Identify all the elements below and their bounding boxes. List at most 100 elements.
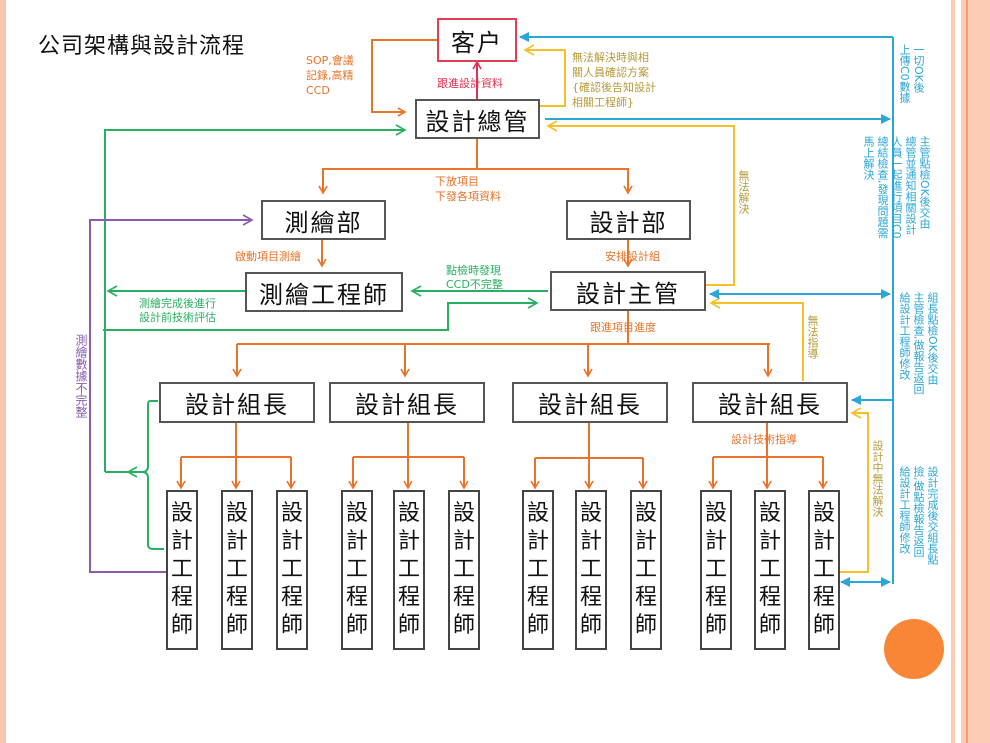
team-leader-node: 設計組長 xyxy=(329,382,485,423)
design-engineer-char: 程 xyxy=(170,585,193,610)
design-engineer-char: 設 xyxy=(579,501,602,526)
note-line: 總結檢查,發現問題需 xyxy=(876,136,889,239)
start-survey-label: 啟動項目測繪 xyxy=(235,250,301,263)
design-engineer-char: 設 xyxy=(170,501,193,526)
design-engineer-char: 工 xyxy=(225,557,248,582)
sop-label: SOP,會議 記錄,高精 CCD xyxy=(306,53,354,98)
design-engineer-char: 師 xyxy=(579,613,602,638)
design-engineer-node: 設計工程師 xyxy=(448,490,480,650)
design-engineer-node: 設計工程師 xyxy=(575,490,607,650)
team-leader-node: 設計組長 xyxy=(159,382,315,423)
sop-label-line: SOP,會議 xyxy=(306,54,354,67)
label-line: 點檢時發現 xyxy=(446,264,501,277)
design-engineer-node: 設計工程師 xyxy=(754,490,786,650)
note-line: 給設計工程師修改 xyxy=(898,292,911,380)
design-engineer-char: 設 xyxy=(452,501,475,526)
design-engineer-char: 師 xyxy=(812,613,835,638)
sop-label-line: 記錄,高精 xyxy=(306,69,354,82)
design-director-node: 設計總管 xyxy=(415,99,540,139)
design-engineer-char: 師 xyxy=(170,613,193,638)
label-line: {確認後告知設計 xyxy=(572,81,656,94)
design-engineer-char: 程 xyxy=(452,585,475,610)
design-engineer-char: 設 xyxy=(634,501,657,526)
design-engineer-char: 設 xyxy=(758,501,781,526)
design-engineer-char: 工 xyxy=(526,557,549,582)
follow-progress-connector xyxy=(237,310,770,345)
design-engineer-char: 工 xyxy=(704,557,727,582)
design-engineer-node: 設計工程師 xyxy=(221,490,253,650)
design-engineer-char: 工 xyxy=(452,557,475,582)
design-engineer-char: 計 xyxy=(225,529,248,554)
design-engineer-node: 設計工程師 xyxy=(630,490,662,650)
design-engineer-char: 設 xyxy=(812,501,835,526)
green-loop-connector xyxy=(104,124,407,472)
note-line: 人員一起進行項目C0 xyxy=(890,136,903,239)
design-engineer-char: 程 xyxy=(345,585,368,610)
note-line: 總管並通知相關設計 xyxy=(904,136,917,235)
right-stripe-gap-2 xyxy=(955,0,961,743)
survey-data-incomplete-connector xyxy=(89,214,254,573)
design-engineer-char: 工 xyxy=(170,557,193,582)
design-engineer-char: 程 xyxy=(225,585,248,610)
design-engineer-char: 設 xyxy=(397,501,420,526)
note-line: 一切OK後 xyxy=(912,44,925,93)
team-leader-node: 設計組長 xyxy=(692,382,848,423)
note-line: 組長點檢OK後交由 xyxy=(926,292,939,385)
ccd-incomplete-label: 點檢時發現 CCD不完整 xyxy=(446,264,503,292)
label-line: 測繪完成後進行 xyxy=(139,297,216,310)
label-line: 下發各項資料 xyxy=(435,190,501,203)
design-engineer-char: 師 xyxy=(345,613,368,638)
design-engineer-char: 程 xyxy=(280,585,303,610)
team-leader-node: 設計組長 xyxy=(512,382,668,423)
survey-data-incomplete-label: 測繪數據不完整 xyxy=(74,334,88,418)
design-engineer-char: 工 xyxy=(397,557,420,582)
cannot-guide-label: 無法指導 xyxy=(806,315,819,359)
right-stripe-line xyxy=(966,0,968,743)
green-bracket xyxy=(105,400,158,472)
design-engineer-char: 計 xyxy=(704,529,727,554)
right-stripe-gap xyxy=(945,0,951,743)
unresolved-confirm-label: 無法解決時與相 關人員確認方案 {確認後告知設計 相關工程師} xyxy=(572,50,656,110)
design-unresolved-connector xyxy=(840,407,869,573)
cannot-solve-label: 無法解決 xyxy=(737,170,750,214)
design-engineer-char: 工 xyxy=(758,557,781,582)
tech-guidance-label: 設計技術指導 xyxy=(731,433,797,446)
design-engineer-char: 設 xyxy=(704,501,727,526)
design-engineer-char: 計 xyxy=(758,529,781,554)
design-engineer-char: 工 xyxy=(579,557,602,582)
sop-label-line: CCD xyxy=(306,84,330,97)
design-engineer-char: 工 xyxy=(280,557,303,582)
design-engineer-node: 設計工程師 xyxy=(700,490,732,650)
design-engineer-node: 設計工程師 xyxy=(808,490,840,650)
cannot-guide-connector xyxy=(709,297,804,381)
note-line: 主管檢查,做報告返回 xyxy=(912,292,925,395)
client-node: 客户 xyxy=(437,18,517,62)
design-engineer-char: 師 xyxy=(397,613,420,638)
release-project-label: 下放項目 下發各項資料 xyxy=(435,174,501,204)
design-engineer-node: 設計工程師 xyxy=(341,490,373,650)
design-engineer-char: 設 xyxy=(280,501,303,526)
design-engineer-char: 程 xyxy=(812,585,835,610)
design-engineer-char: 程 xyxy=(634,585,657,610)
leader-check-note: 組長點檢OK後交由 主管檢查,做報告返回 給設計工程師修改 xyxy=(898,292,939,395)
design-engineer-char: 師 xyxy=(225,613,248,638)
design-engineer-char: 計 xyxy=(579,529,602,554)
cannot-solve-connector xyxy=(546,120,735,286)
design-engineer-char: 工 xyxy=(812,557,835,582)
release-connector-2 xyxy=(477,168,633,195)
label-line: 下放項目 xyxy=(435,175,479,188)
design-engineer-char: 程 xyxy=(579,585,602,610)
label-line: 無法解決時與相 xyxy=(572,51,649,64)
design-engineer-node: 設計工程師 xyxy=(522,490,554,650)
design-engineer-char: 師 xyxy=(704,613,727,638)
design-engineer-char: 設 xyxy=(526,501,549,526)
design-engineer-char: 師 xyxy=(634,613,657,638)
design-engineer-char: 程 xyxy=(704,585,727,610)
design-engineer-char: 計 xyxy=(634,529,657,554)
design-engineer-char: 計 xyxy=(170,529,193,554)
label-line: 關人員確認方案 xyxy=(572,66,649,79)
design-engineer-char: 計 xyxy=(280,529,303,554)
follow-progress-label: 跟進項目進度 xyxy=(590,321,656,334)
design-engineer-char: 師 xyxy=(280,613,303,638)
